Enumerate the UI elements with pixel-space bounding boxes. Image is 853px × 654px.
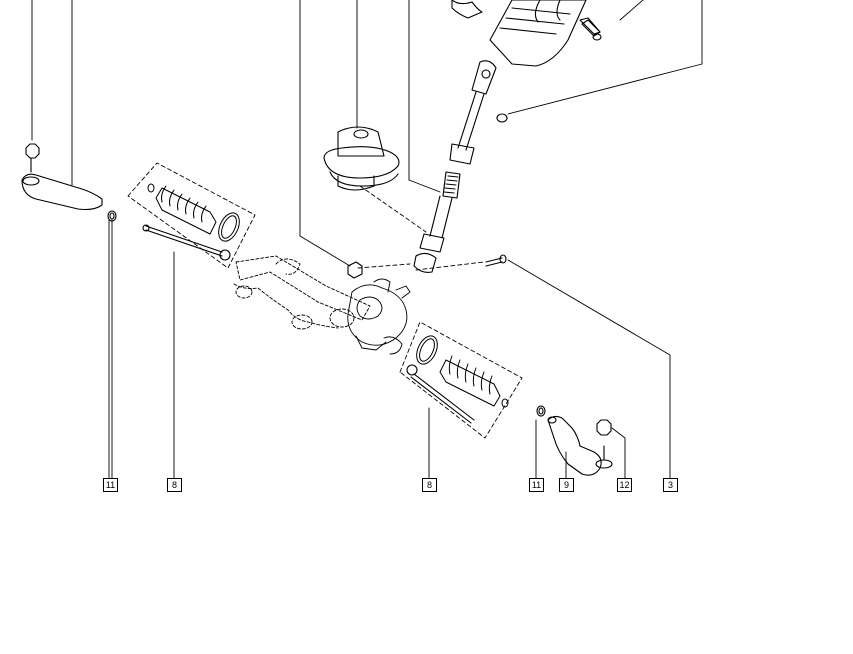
left-steering-boot xyxy=(147,183,240,242)
pinch-bolt xyxy=(485,19,602,267)
callout-12: 12 xyxy=(617,478,632,492)
right-inner-tie-rod xyxy=(406,364,475,424)
left-locknut xyxy=(107,210,117,222)
callout-3: 3 xyxy=(663,478,678,492)
steering-column xyxy=(451,0,601,67)
right-tie-rod-nut xyxy=(596,419,612,436)
right-locknut xyxy=(536,405,546,417)
small-nut xyxy=(347,261,363,279)
pinion-housing xyxy=(347,278,411,355)
callout-8-right: 8 xyxy=(422,478,437,492)
intermediate-shaft xyxy=(449,60,508,165)
right-steering-boot xyxy=(416,335,509,408)
callout-9: 9 xyxy=(559,478,574,492)
leader-lines xyxy=(31,0,703,479)
callout-11-left: 11 xyxy=(103,478,118,492)
right-tie-rod-end xyxy=(547,415,613,476)
dashed-group-left xyxy=(127,162,256,269)
callout-8-left: 8 xyxy=(167,478,182,492)
guide-dashed xyxy=(357,185,485,271)
left-tie-rod-end xyxy=(21,143,103,211)
callout-11-right: 11 xyxy=(529,478,544,492)
rubber-mounting xyxy=(323,126,400,191)
steering-rack-housing xyxy=(233,255,371,330)
left-inner-tie-rod xyxy=(142,224,231,261)
lower-shaft xyxy=(413,171,461,273)
dashed-group-right xyxy=(399,321,523,439)
